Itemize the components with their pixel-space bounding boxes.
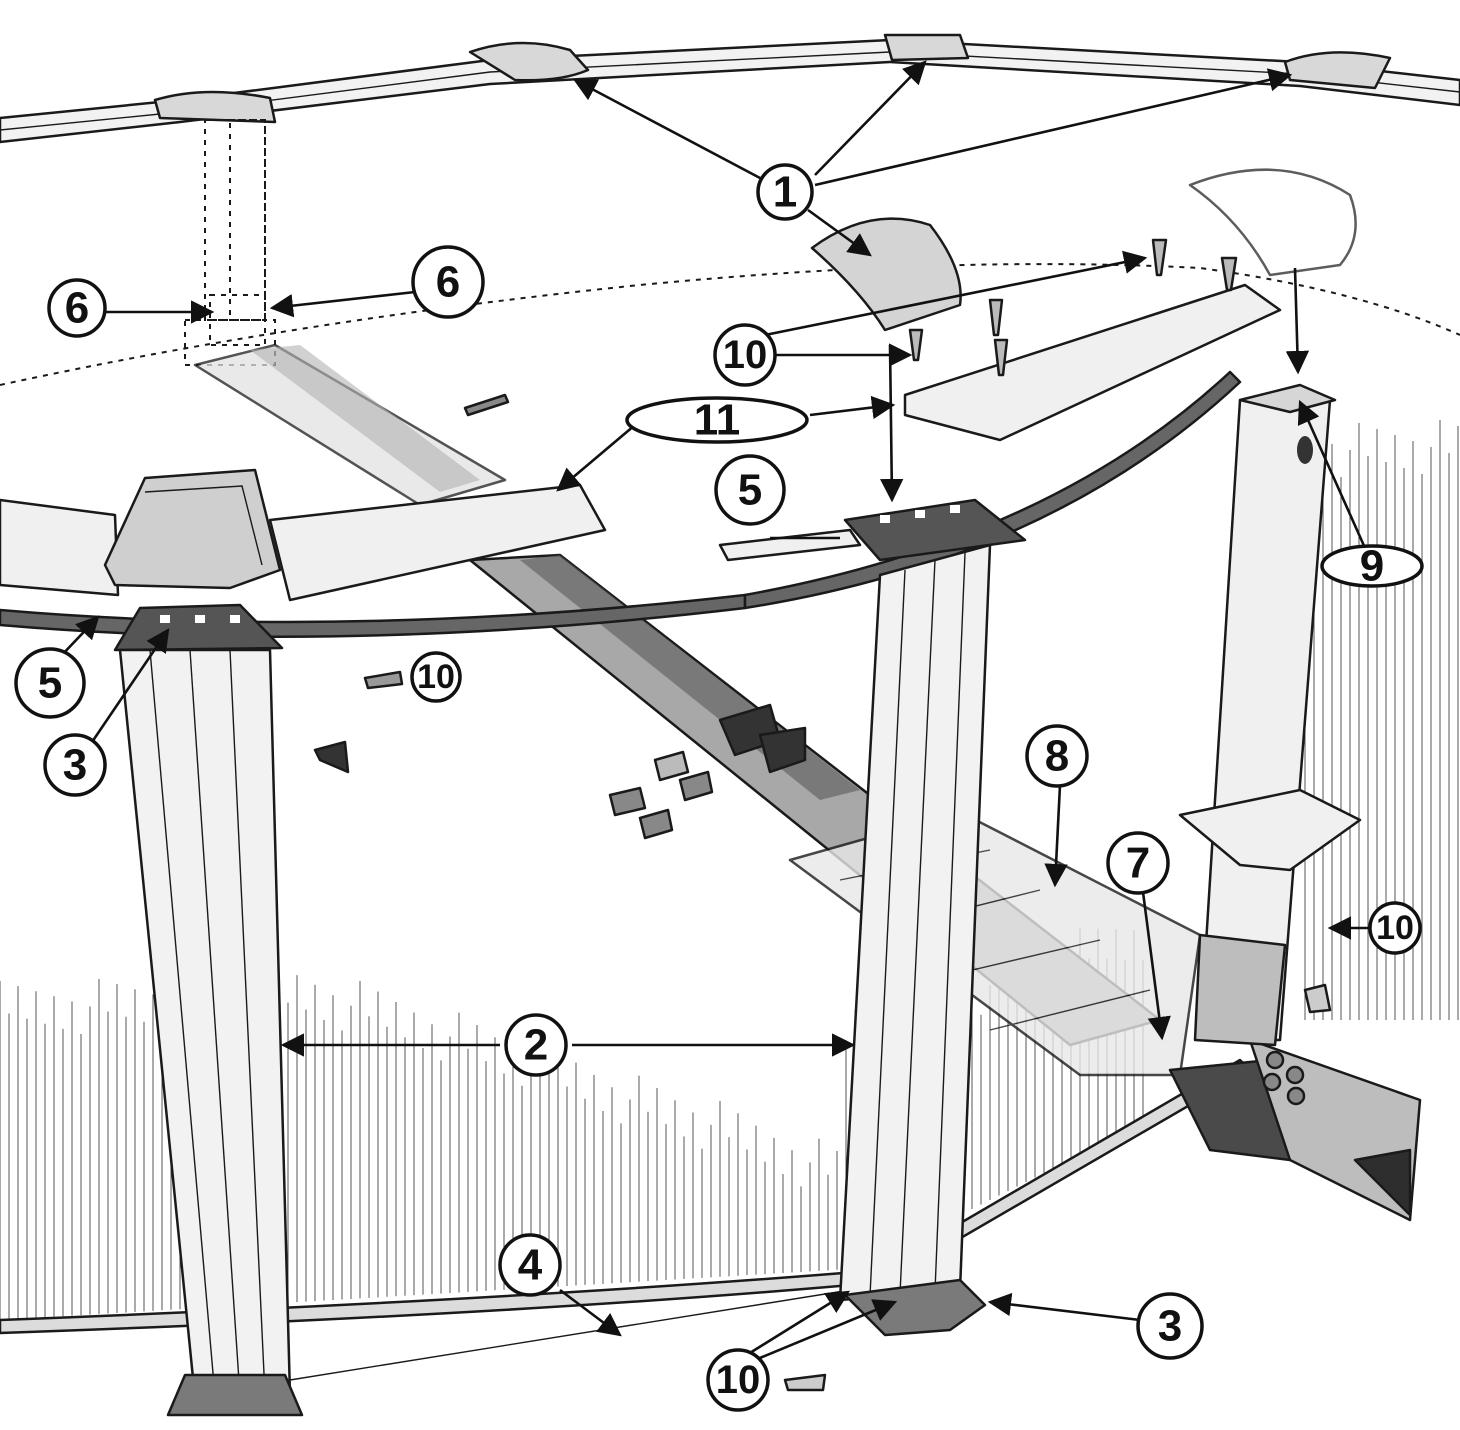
wall-bottom-curve — [289, 1289, 851, 1381]
stabilizer-rear — [193, 343, 507, 507]
top-cap-floating-2 — [1188, 168, 1357, 277]
pool-outline-dotted — [0, 263, 1460, 386]
callout-5-right: 5 — [714, 454, 786, 526]
top-plate-left — [113, 603, 284, 652]
top-cap-left — [103, 468, 282, 590]
callout-5-left: 5 — [14, 647, 86, 719]
svg-text:5: 5 — [38, 659, 62, 708]
upright-left — [118, 648, 292, 1400]
callout-10-right: 10 — [1368, 901, 1422, 955]
top-rail-left-front — [0, 483, 607, 602]
rear-connector — [1168, 1038, 1422, 1222]
rear-upright-dashed — [184, 119, 276, 366]
callout-1: 1 — [756, 163, 814, 221]
callout-3-right: 3 — [1136, 1292, 1204, 1360]
svg-text:7: 7 — [1126, 839, 1150, 888]
screws-misc — [313, 238, 1332, 1392]
leader-lines — [59, 60, 1370, 1362]
svg-text:3: 3 — [1158, 1302, 1182, 1351]
svg-text:10: 10 — [417, 658, 455, 696]
svg-text:3: 3 — [63, 741, 87, 790]
bolts-middle — [608, 703, 807, 840]
top-caps-far — [153, 33, 1392, 124]
callout-6-right: 6 — [411, 245, 485, 319]
top-rail-right-floating — [903, 283, 1282, 442]
shoe-right — [1178, 788, 1362, 872]
callout-4: 4 — [498, 1233, 562, 1297]
bottom-plate-center — [843, 1278, 987, 1337]
callout-9: 9 — [1320, 542, 1424, 591]
callout-2: 2 — [504, 1013, 568, 1077]
callout-10-top: 10 — [713, 323, 777, 387]
upright-right-back — [1193, 383, 1337, 1047]
svg-text:2: 2 — [524, 1021, 548, 1070]
svg-text:10: 10 — [1376, 909, 1414, 947]
svg-text:8: 8 — [1045, 732, 1069, 781]
svg-text:5: 5 — [738, 466, 762, 515]
screw-rear — [463, 393, 510, 417]
upright-center — [838, 543, 992, 1302]
callout-10-left: 10 — [410, 651, 462, 703]
svg-text:10: 10 — [723, 333, 768, 377]
bottom-plate-left — [166, 1373, 304, 1417]
callout-6-left: 6 — [47, 278, 107, 338]
svg-text:11: 11 — [694, 396, 741, 445]
callout-10-bottom: 10 — [706, 1348, 770, 1412]
top-plate-center — [843, 498, 1027, 562]
callout-11: 11 — [625, 396, 809, 445]
callout-3-left: 3 — [43, 733, 107, 797]
svg-text:6: 6 — [65, 284, 89, 333]
svg-text:10: 10 — [716, 1358, 761, 1402]
callout-8: 8 — [1025, 724, 1089, 788]
svg-text:1: 1 — [773, 168, 797, 217]
svg-text:4: 4 — [518, 1241, 543, 1290]
svg-text:9: 9 — [1360, 542, 1384, 591]
callout-7: 7 — [1106, 831, 1170, 895]
top-cap-floating-1 — [810, 217, 962, 332]
svg-text:6: 6 — [436, 258, 460, 307]
